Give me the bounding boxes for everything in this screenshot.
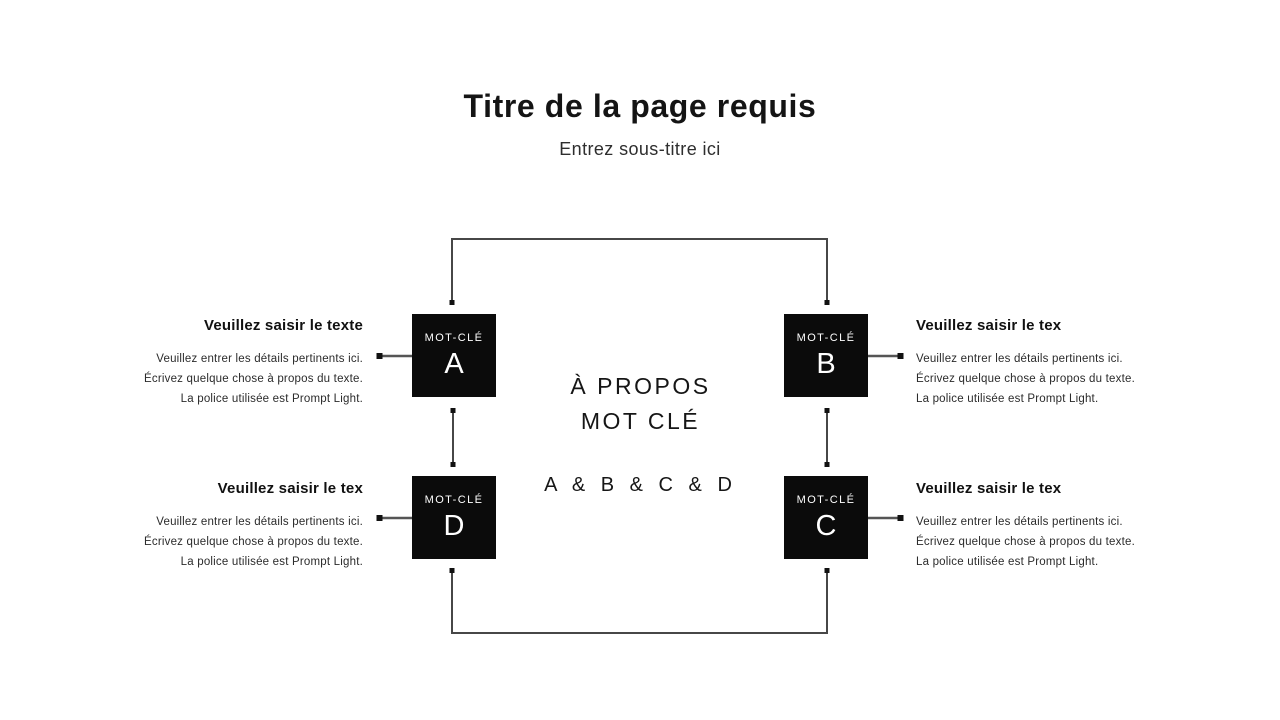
text-block-right-top: Veuillez saisir le tex Veuillez entrer l… [916, 316, 1216, 409]
text-block-line: Veuillez entrer les détails pertinents i… [916, 516, 1123, 528]
arrow-dot-icon [824, 300, 830, 305]
text-block-body: Veuillez entrer les détails pertinents i… [916, 349, 1216, 409]
arrow-dot-icon [450, 462, 456, 467]
arrow-dot-icon [449, 300, 455, 305]
about-combo: A & B & C & D [544, 474, 737, 496]
text-block-left-bottom: Veuillez saisir le tex Veuillez entrer l… [63, 479, 363, 572]
text-block-heading: Veuillez saisir le tex [217, 480, 363, 497]
text-block-line: Veuillez entrer les détails pertinents i… [916, 353, 1123, 365]
text-block-line: Écrivez quelque chose à propos du texte. [916, 373, 1135, 385]
text-block-line: Écrivez quelque chose à propos du texte. [144, 373, 363, 385]
text-block-line: Écrivez quelque chose à propos du texte. [144, 536, 363, 548]
keyword-box-c-label: MOT-CLÉ [796, 493, 856, 506]
text-block-line: La police utilisée est Prompt Light. [916, 393, 1099, 405]
keyword-box-a-letter: A [444, 347, 464, 380]
arrow-dot-icon [376, 515, 383, 521]
keyword-box-b-letter: B [816, 347, 836, 380]
keyword-box-d-letter: D [443, 509, 465, 542]
arrow-dot-icon [449, 568, 455, 573]
keyword-box-c-letter: C [815, 509, 837, 542]
keyword-box-a: MOT-CLÉ A [412, 314, 496, 397]
keyword-box-d-label: MOT-CLÉ [424, 493, 484, 506]
page-subtitle: Entrez sous-titre ici [559, 139, 721, 159]
arrow-dot-icon [824, 462, 830, 467]
about-keyword-text: À PROPOS MOT CLÉ A & B & C & D [497, 369, 784, 497]
keyword-box-d: MOT-CLÉ D [412, 476, 496, 559]
text-block-heading: Veuillez saisir le tex [916, 317, 1062, 334]
keyword-box-b: MOT-CLÉ B [784, 314, 868, 397]
text-block-line: Écrivez quelque chose à propos du texte. [916, 536, 1135, 548]
text-block-line: La police utilisée est Prompt Light. [180, 556, 363, 568]
connector-top-bracket [451, 238, 828, 302]
text-block-left-top: Veuillez saisir le texte Veuillez entrer… [63, 316, 363, 409]
about-line-1: À PROPOS [570, 373, 711, 399]
arrow-dot-icon [376, 353, 383, 359]
arrow-dot-icon [450, 408, 456, 413]
text-block-line: Veuillez entrer les détails pertinents i… [156, 516, 363, 528]
text-block-heading: Veuillez saisir le texte [203, 317, 363, 334]
arrow-dot-icon [897, 353, 904, 359]
keyword-box-c: MOT-CLÉ C [784, 476, 868, 559]
text-block-right-bottom: Veuillez saisir le tex Veuillez entrer l… [916, 479, 1216, 572]
page-title: Titre de la page requis [463, 88, 817, 124]
text-block-heading: Veuillez saisir le tex [916, 480, 1062, 497]
text-block-body: Veuillez entrer les détails pertinents i… [63, 349, 363, 409]
text-block-body: Veuillez entrer les détails pertinents i… [916, 512, 1216, 572]
connector-bottom-bracket [451, 571, 828, 634]
arrow-dot-icon [824, 568, 830, 573]
text-block-line: Veuillez entrer les détails pertinents i… [156, 353, 363, 365]
text-block-line: La police utilisée est Prompt Light. [180, 393, 363, 405]
about-line-2: MOT CLÉ [580, 408, 701, 434]
text-block-body: Veuillez entrer les détails pertinents i… [63, 512, 363, 572]
keyword-box-b-label: MOT-CLÉ [796, 331, 856, 344]
arrow-dot-icon [824, 408, 830, 413]
keyword-box-a-label: MOT-CLÉ [424, 331, 484, 344]
arrow-dot-icon [897, 515, 904, 521]
text-block-line: La police utilisée est Prompt Light. [916, 556, 1099, 568]
